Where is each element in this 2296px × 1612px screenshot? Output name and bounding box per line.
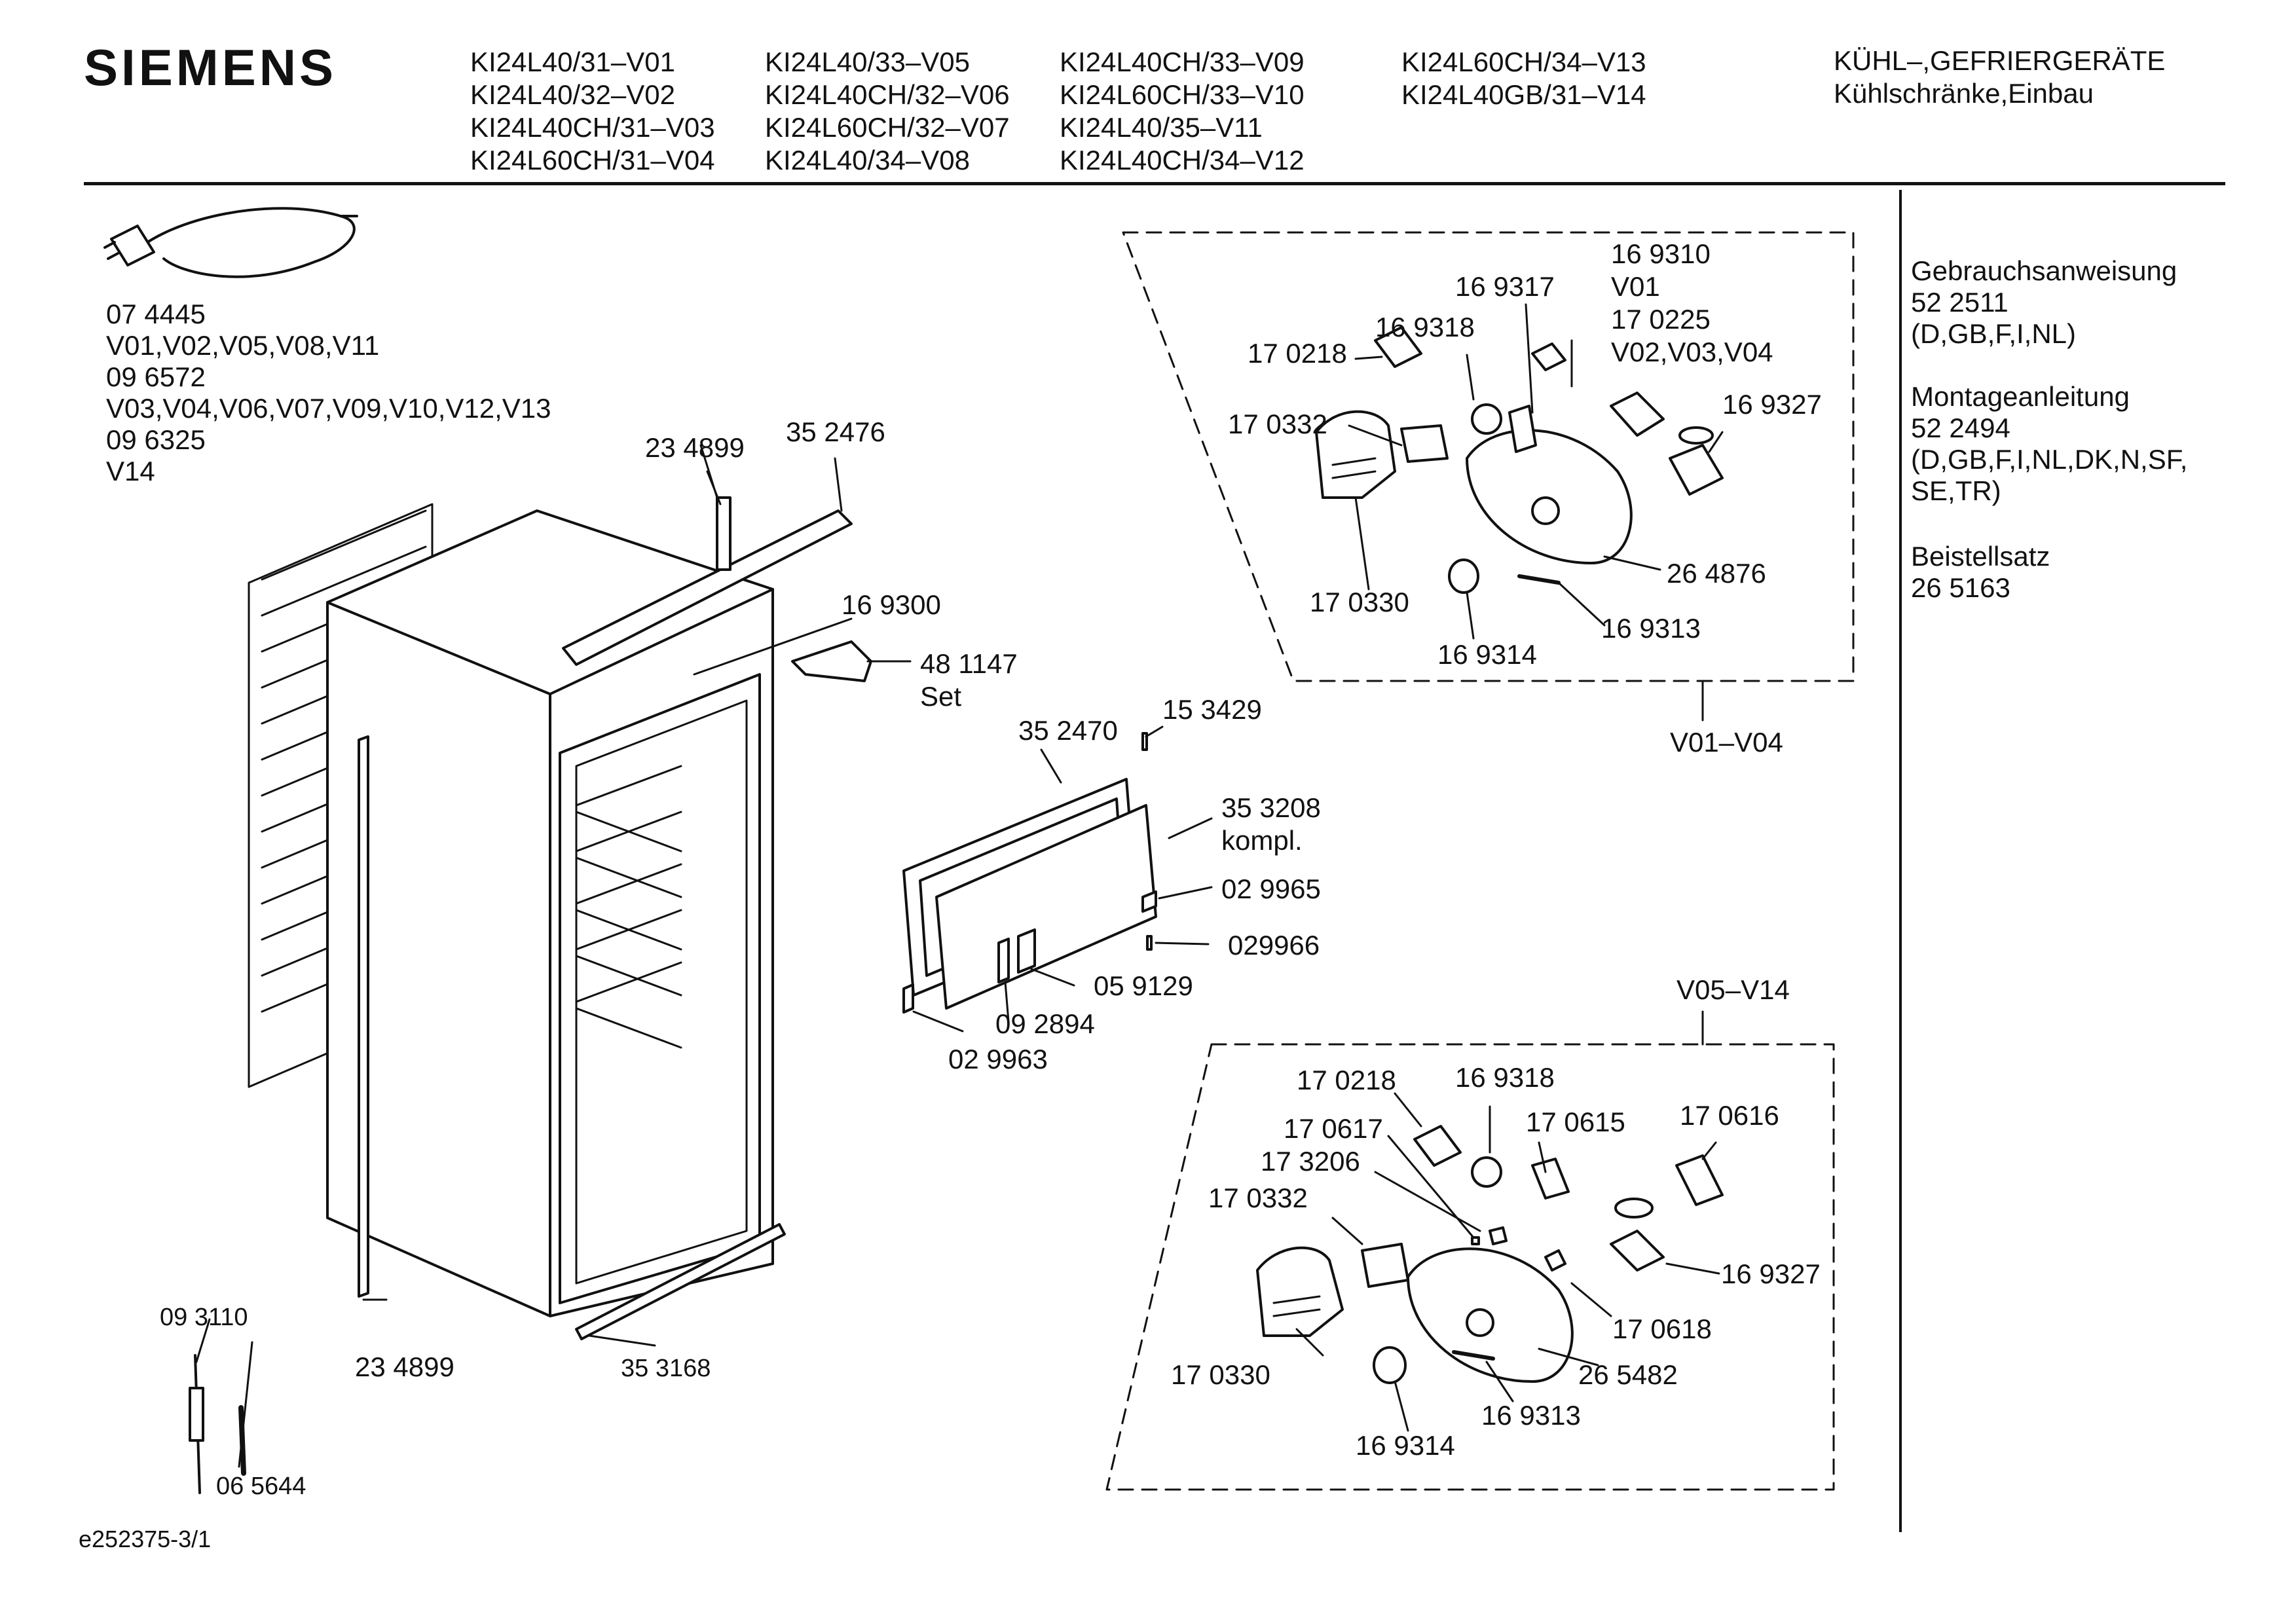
model-entry: KI24L40CH/32–V06 — [765, 79, 1010, 110]
part-label-353208-note: kompl. — [1221, 825, 1303, 856]
model-entry: KI24L40/31–V01 — [470, 46, 675, 77]
group-a-label-170225-variant: V02,V03,V04 — [1611, 337, 1773, 367]
model-entry: KI24L40/33–V05 — [765, 46, 970, 77]
group-a-parts — [1315, 326, 1724, 594]
group-b-label-170617: 17 0617 — [1284, 1113, 1383, 1144]
group-a-label-169310: 16 9310 — [1611, 238, 1711, 269]
kit-title: Beistellsatz — [1911, 541, 2050, 572]
part-label-481147-set: Set — [920, 681, 962, 712]
part-label-234899-top: 23 4899 — [645, 432, 745, 463]
model-column-2: KI24L40/33–V05 KI24L40CH/32–V06 KI24L60C… — [765, 46, 1010, 177]
group-a-frame — [1122, 231, 1855, 682]
cabinet-illustration — [326, 509, 774, 1317]
model-entry: KI24L40CH/31–V03 — [470, 112, 715, 143]
group-b-label-170615: 17 0615 — [1526, 1107, 1625, 1137]
bottom-strip-illustration — [575, 1223, 786, 1340]
model-entry: KI24L40CH/34–V12 — [1060, 145, 1305, 175]
part-label-029963: 02 9963 — [948, 1044, 1048, 1074]
part-label-059129: 05 9129 — [1094, 970, 1193, 1001]
model-entry: KI24L60CH/31–V04 — [470, 145, 715, 175]
group-a-range: V01–V04 — [1670, 727, 1783, 758]
group-a-label-170218: 17 0218 — [1248, 338, 1347, 369]
part-label-153429: 15 3429 — [1162, 694, 1262, 725]
model-entry: KI24L40CH/33–V09 — [1060, 46, 1305, 77]
model-column-3: KI24L40CH/33–V09 KI24L60CH/33–V10 KI24L4… — [1060, 46, 1305, 177]
model-entry: KI24L40/32–V02 — [470, 79, 675, 110]
group-a-label-169314: 16 9314 — [1437, 639, 1537, 670]
group-a-label-170332: 17 0332 — [1228, 409, 1327, 439]
top-rail-illustration — [562, 496, 853, 666]
part-label-169300: 16 9300 — [842, 589, 941, 620]
part-label-481147: 48 1147 — [920, 648, 1018, 679]
hinge-illustration — [791, 640, 872, 682]
category-line-2: Kühlschränke,Einbau — [1834, 78, 2094, 109]
part-label-092894: 09 2894 — [995, 1008, 1095, 1039]
group-b-label-173206: 17 3206 — [1261, 1146, 1360, 1177]
model-entry: KI24L60CH/32–V07 — [765, 112, 1010, 143]
group-b-range: V05–V14 — [1676, 974, 1790, 1005]
group-a-label-170225: 17 0225 — [1611, 304, 1711, 335]
part-label-352470: 35 2470 — [1018, 715, 1118, 746]
group-b-label-169327: 16 9327 — [1721, 1258, 1821, 1289]
group-b-label-170616: 17 0616 — [1680, 1100, 1779, 1131]
manual-title: Gebrauchsanweisung — [1911, 255, 2177, 286]
brand-logo: SIEMENS — [84, 39, 337, 96]
group-b-label-170332: 17 0332 — [1208, 1182, 1308, 1213]
group-b-leaders — [1295, 1092, 1720, 1432]
group-a-label-169310-variant: V01 — [1611, 271, 1660, 302]
part-label-234899-bottom: 23 4899 — [355, 1351, 454, 1382]
model-column-4: KI24L60CH/34–V13 KI24L40GB/31–V14 — [1401, 46, 1646, 111]
model-entry: KI24L60CH/33–V10 — [1060, 79, 1305, 110]
group-b-label-169314: 16 9314 — [1356, 1430, 1455, 1461]
group-a-label-264876: 26 4876 — [1667, 558, 1766, 589]
group-a-label-169317: 16 9317 — [1455, 271, 1555, 302]
group-b-label-170618: 17 0618 — [1612, 1313, 1712, 1344]
group-b-label-265482: 26 5482 — [1578, 1359, 1678, 1390]
header-divider — [84, 182, 2225, 185]
group-a-label-169327: 16 9327 — [1722, 389, 1822, 420]
group-b-label-170218: 17 0218 — [1297, 1065, 1396, 1095]
model-entry: KI24L40/35–V11 — [1060, 112, 1263, 143]
sidebar-divider — [1899, 190, 1902, 1532]
part-label-029965: 02 9965 — [1221, 873, 1321, 904]
model-entry: KI24L60CH/34–V13 — [1401, 46, 1646, 77]
group-a-leaders — [1348, 303, 1724, 640]
freezer-door-illustration — [902, 732, 1157, 1014]
part-label-353208: 35 3208 — [1221, 792, 1321, 823]
part-label-093110: 09 3110 — [160, 1304, 248, 1331]
group-b-label-170330: 17 0330 — [1171, 1359, 1270, 1390]
install-title: Montageanleitung — [1911, 381, 2130, 412]
group-a-label-169318: 16 9318 — [1375, 312, 1475, 342]
group-b-label-169318: 16 9318 — [1455, 1062, 1555, 1093]
install-number: 52 2494 (D,GB,F,I,NL,DK,N,SF, SE,TR) — [1911, 412, 2188, 506]
model-column-1: KI24L40/31–V01 KI24L40/32–V02 KI24L40CH/… — [470, 46, 715, 177]
part-label-065644: 06 5644 — [216, 1473, 306, 1500]
group-b-frame — [1105, 1043, 1835, 1491]
leader-lines — [195, 444, 1213, 1468]
group-b-label-169313: 16 9313 — [1481, 1400, 1581, 1431]
part-label-352476: 35 2476 — [786, 416, 885, 447]
model-entry: KI24L40/34–V08 — [765, 145, 970, 175]
group-a-label-169313: 16 9313 — [1601, 613, 1701, 644]
part-label-029966: 029966 — [1228, 930, 1320, 961]
group-a-label-170330: 17 0330 — [1310, 587, 1409, 617]
group-b-parts — [1256, 1125, 1724, 1384]
category-line-1: KÜHL–,GEFRIERGERÄTE — [1834, 45, 2166, 76]
power-cord-illustration — [103, 207, 358, 278]
power-cord-numbers: 07 4445 V01,V02,V05,V08,V11 09 6572 V03,… — [106, 299, 551, 486]
manual-number: 52 2511 (D,GB,F,I,NL) — [1911, 287, 2077, 349]
kit-number: 26 5163 — [1911, 572, 2010, 603]
part-label-353168: 35 3168 — [621, 1355, 711, 1382]
model-entry: KI24L40GB/31–V14 — [1401, 79, 1646, 110]
category-heading: KÜHL–,GEFRIERGERÄTE Kühlschränke,Einbau — [1834, 45, 2165, 110]
drawing-reference: e252375-3/1 — [79, 1526, 212, 1552]
